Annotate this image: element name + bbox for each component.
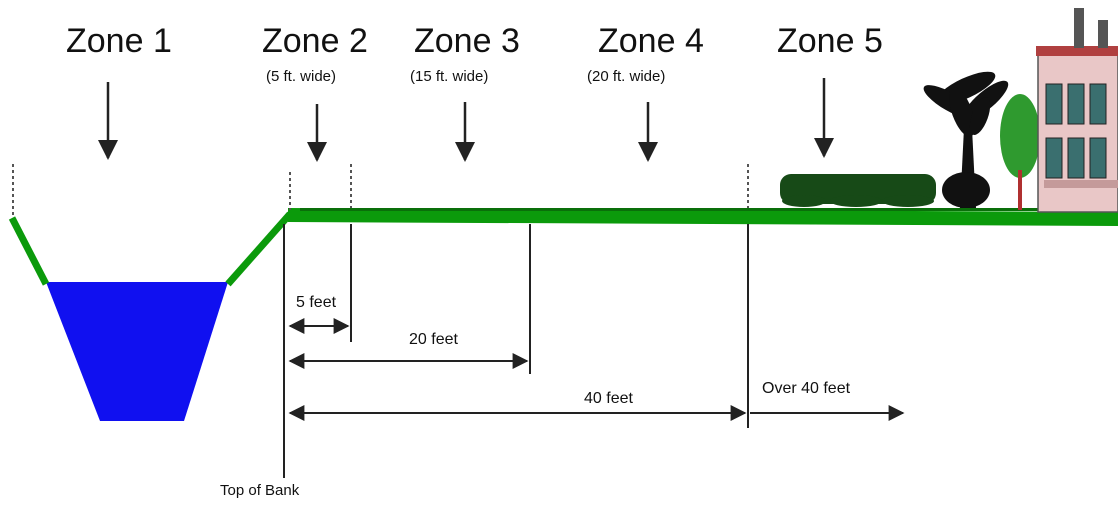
shrub-icon <box>780 174 936 207</box>
zone-5-title: Zone 5 <box>777 22 883 60</box>
ground-edge <box>300 208 1118 211</box>
right-bank <box>225 211 293 287</box>
ground <box>288 208 1118 226</box>
measurement-verticals <box>283 224 749 478</box>
zone-4-subtitle: (20 ft. wide) <box>587 68 666 85</box>
over-forty-feet-label: Over 40 feet <box>762 380 851 397</box>
measurement-arrows <box>288 318 905 421</box>
house-icon <box>1036 8 1118 213</box>
five-feet-label: 5 feet <box>296 294 337 311</box>
twenty-feet-label: 20 feet <box>409 331 458 348</box>
zone-arrows <box>98 78 834 162</box>
tree-icon <box>1000 94 1040 210</box>
zone-4-title: Zone 4 <box>598 22 704 60</box>
zone-1-title: Zone 1 <box>66 22 172 60</box>
forty-feet-label: 40 feet <box>584 390 633 407</box>
zone-2-subtitle: (5 ft. wide) <box>266 68 337 85</box>
top-of-bank-label: Top of Bank <box>220 482 300 499</box>
zone-3-title: Zone 3 <box>414 22 520 60</box>
zone-3-subtitle: (15 ft. wide) <box>410 68 489 85</box>
left-bank <box>8 216 50 286</box>
dotted-markers <box>12 164 749 218</box>
water <box>46 282 228 421</box>
palm-tree-icon <box>923 71 1009 208</box>
zone-2-title: Zone 2 <box>262 22 368 60</box>
